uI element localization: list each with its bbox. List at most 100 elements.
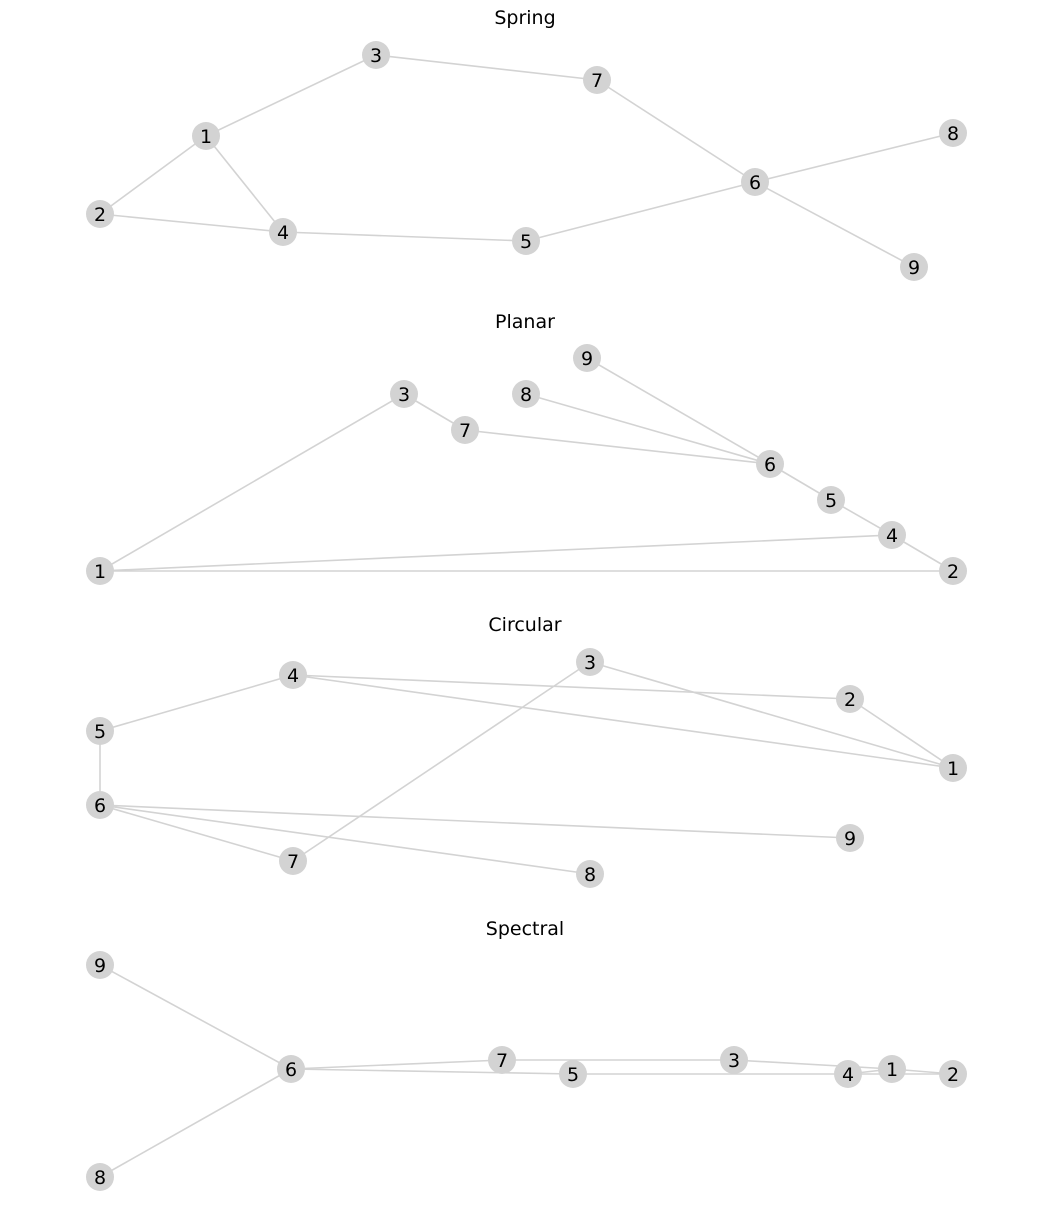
node-circle — [817, 486, 845, 514]
node-spectral-7: 7 — [488, 1046, 516, 1074]
node-label: 8 — [520, 384, 532, 406]
node-label: 9 — [581, 348, 593, 370]
panel-title-spring: Spring — [494, 7, 555, 29]
node-label: 6 — [94, 795, 106, 817]
node-circular-6: 6 — [86, 791, 114, 819]
edge-spectral-6-8 — [99, 1068, 292, 1178]
edge-spring-6-7 — [596, 79, 756, 183]
node-spring-4: 4 — [269, 218, 297, 246]
node-circular-1: 1 — [939, 754, 967, 782]
node-spectral-9: 9 — [86, 951, 114, 979]
node-label: 7 — [591, 70, 603, 92]
edge-circular-2-4 — [292, 674, 851, 700]
node-circle — [573, 344, 601, 372]
node-spring-7: 7 — [583, 66, 611, 94]
edge-spring-6-9 — [754, 181, 915, 268]
node-circle — [756, 450, 784, 478]
node-circle — [939, 754, 967, 782]
edge-circular-6-8 — [99, 804, 591, 875]
node-label: 5 — [825, 490, 837, 512]
node-circle — [86, 1163, 114, 1191]
node-circular-7: 7 — [279, 847, 307, 875]
node-circle — [86, 951, 114, 979]
node-spectral-4: 4 — [834, 1060, 862, 1088]
node-circle — [279, 661, 307, 689]
node-planar-4: 4 — [878, 521, 906, 549]
node-label: 5 — [94, 721, 106, 743]
node-spectral-1: 1 — [878, 1055, 906, 1083]
node-spectral-2: 2 — [939, 1060, 967, 1088]
node-circle — [900, 253, 928, 281]
node-planar-6: 6 — [756, 450, 784, 478]
node-label: 1 — [947, 758, 959, 780]
edge-spectral-5-6 — [290, 1068, 574, 1075]
node-label: 4 — [277, 222, 289, 244]
node-circle — [192, 122, 220, 150]
edge-spring-2-4 — [99, 213, 284, 233]
node-circle — [576, 860, 604, 888]
node-circular-9: 9 — [836, 824, 864, 852]
node-spectral-3: 3 — [720, 1046, 748, 1074]
edge-planar-6-8 — [525, 393, 771, 465]
node-label: 3 — [584, 652, 596, 674]
node-circle — [939, 119, 967, 147]
edge-spring-1-4 — [205, 135, 284, 233]
node-circle — [741, 168, 769, 196]
node-planar-3: 3 — [390, 380, 418, 408]
node-label: 2 — [94, 204, 106, 226]
node-circle — [86, 791, 114, 819]
edge-spring-1-3 — [205, 54, 377, 137]
node-label: 1 — [200, 126, 212, 148]
node-label: 5 — [520, 231, 532, 253]
node-spring-8: 8 — [939, 119, 967, 147]
node-label: 3 — [398, 384, 410, 406]
edge-spring-6-8 — [754, 132, 954, 183]
edge-planar-1-4 — [99, 534, 893, 572]
node-label: 1 — [886, 1059, 898, 1081]
node-circle — [279, 847, 307, 875]
node-label: 5 — [567, 1064, 579, 1086]
edge-circular-4-5 — [99, 674, 294, 732]
node-planar-2: 2 — [939, 557, 967, 585]
node-planar-7: 7 — [451, 416, 479, 444]
edge-spectral-6-9 — [99, 964, 292, 1070]
node-circle — [86, 557, 114, 585]
node-circular-2: 2 — [836, 685, 864, 713]
node-circle — [277, 1055, 305, 1083]
node-circle — [86, 200, 114, 228]
panel-title-spectral: Spectral — [486, 918, 564, 940]
edges-circular — [99, 661, 954, 875]
edge-circular-1-4 — [292, 674, 954, 769]
edge-circular-6-9 — [99, 804, 851, 839]
node-label: 9 — [844, 828, 856, 850]
edge-circular-3-7 — [292, 661, 591, 862]
node-label: 6 — [764, 454, 776, 476]
node-circle — [269, 218, 297, 246]
node-label: 7 — [496, 1050, 508, 1072]
panel-title-circular: Circular — [488, 614, 561, 636]
node-label: 4 — [287, 665, 299, 687]
node-spring-3: 3 — [362, 41, 390, 69]
node-circle — [362, 41, 390, 69]
node-circle — [939, 1060, 967, 1088]
node-circle — [390, 380, 418, 408]
edge-circular-1-2 — [849, 698, 954, 769]
node-circle — [451, 416, 479, 444]
edge-planar-6-9 — [586, 357, 771, 465]
node-circle — [878, 521, 906, 549]
node-label: 4 — [842, 1064, 854, 1086]
node-circle — [878, 1055, 906, 1083]
node-spectral-8: 8 — [86, 1163, 114, 1191]
node-circular-5: 5 — [86, 717, 114, 745]
node-circular-4: 4 — [279, 661, 307, 689]
node-label: 7 — [459, 420, 471, 442]
node-label: 3 — [370, 45, 382, 67]
node-spring-5: 5 — [512, 227, 540, 255]
